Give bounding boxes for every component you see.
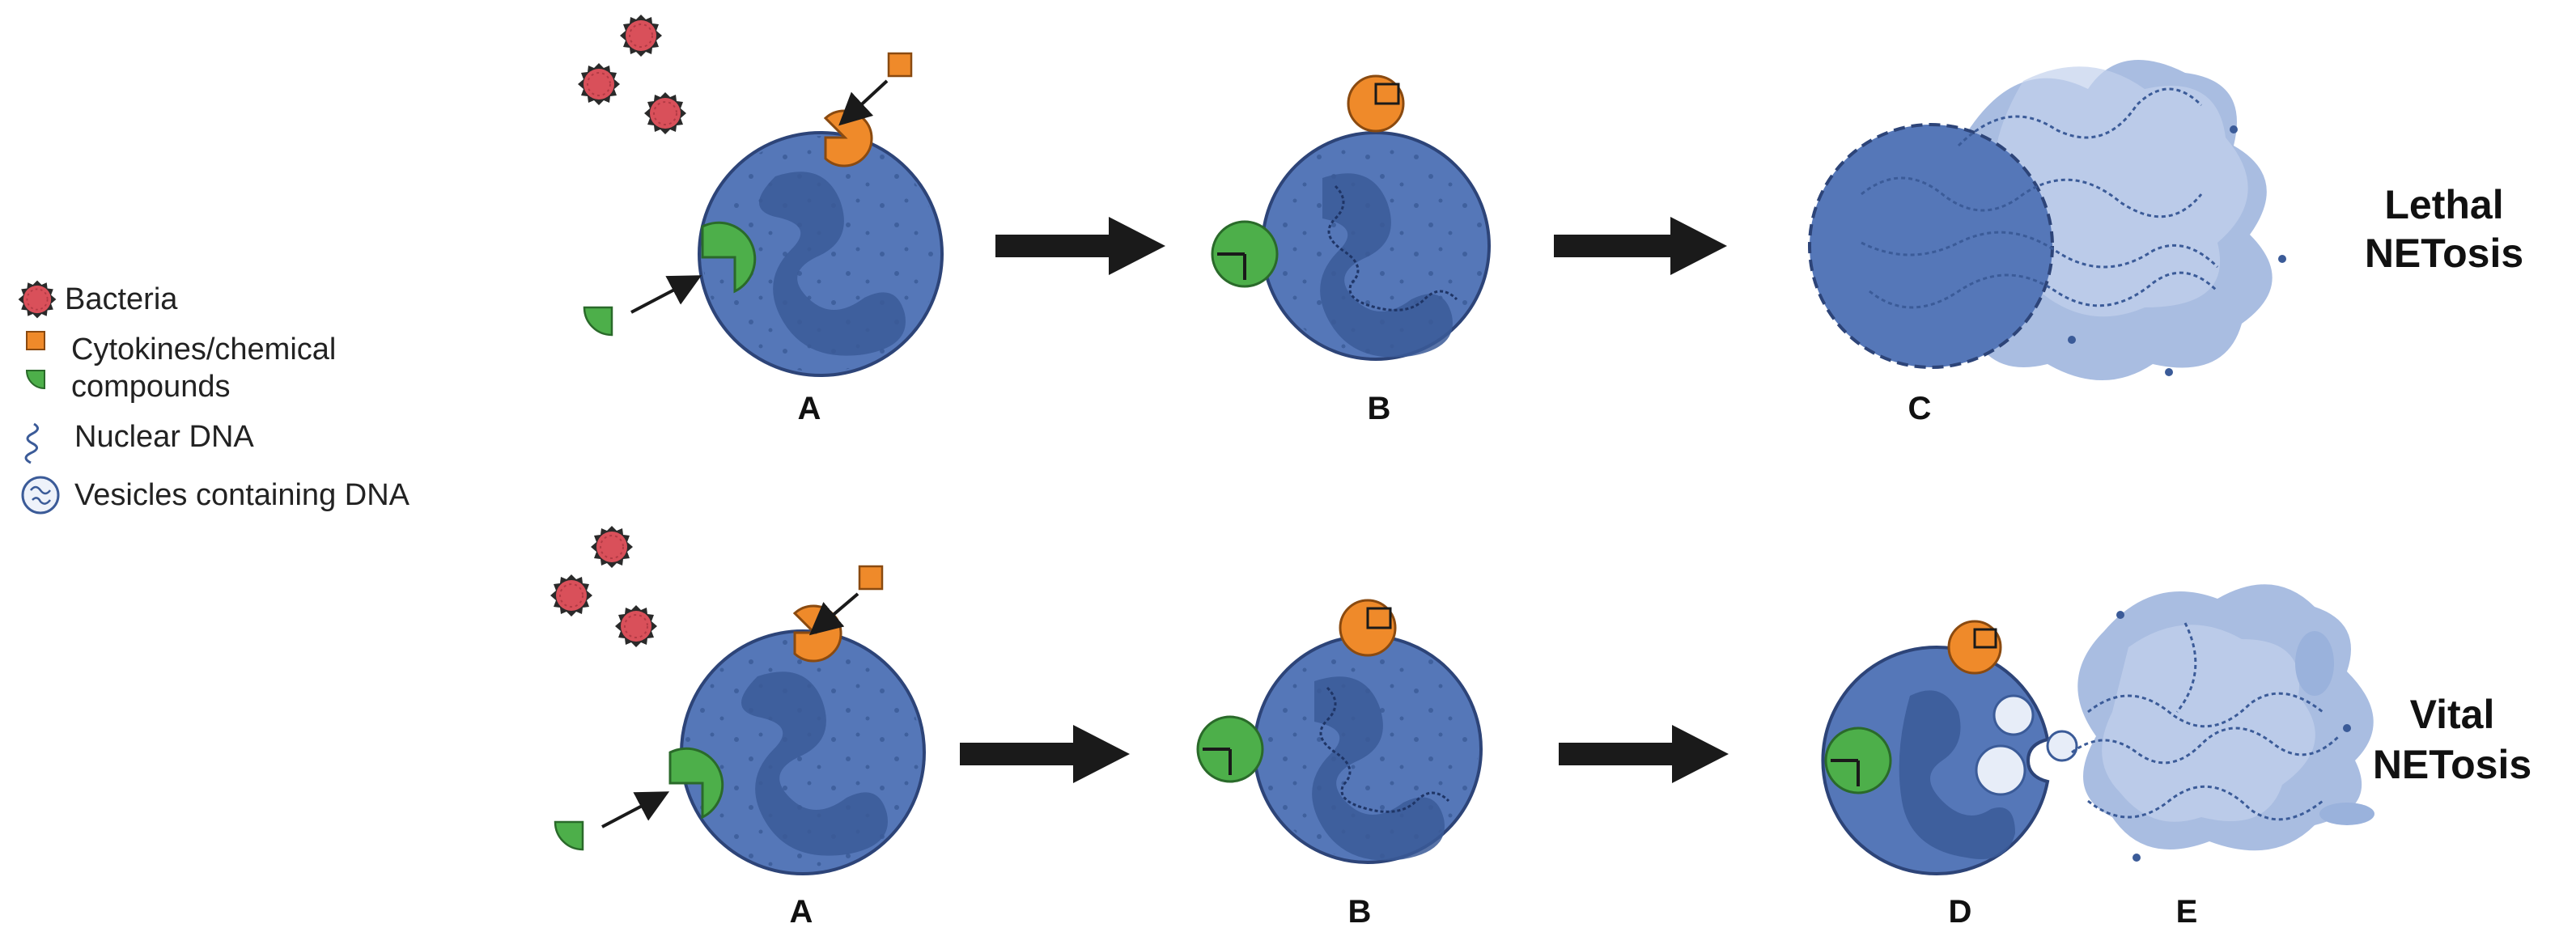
legend-cytokines-label-1: Cytokines/chemical <box>71 333 336 366</box>
bacterium <box>577 62 621 106</box>
dna-strands <box>1861 87 2219 309</box>
cytokine-square <box>887 52 913 78</box>
dna-vesicle <box>1992 694 2035 736</box>
cytokine-arrow <box>808 592 859 636</box>
stage-label-a: A <box>790 894 813 930</box>
stage-label-b: B <box>1348 894 1372 930</box>
net-cloud-light <box>2102 625 2315 822</box>
lethal-title-line2: NETosis <box>2365 231 2523 276</box>
bacterium <box>614 604 658 648</box>
legend-nuclear-dna-icon <box>24 422 39 464</box>
chromatin-strands <box>1327 184 1458 311</box>
legend-compound-wedge-icon <box>25 370 45 390</box>
cell-stage-a <box>698 109 944 377</box>
legend-cytokines-label-2: compounds <box>71 370 230 404</box>
nucleus <box>741 672 888 856</box>
net-release-lethal <box>1808 60 2286 380</box>
decondensing-nucleus <box>1312 676 1445 861</box>
bound-cytokine <box>1374 83 1400 105</box>
stage-label-e: E <box>2176 894 2198 930</box>
compound-wedge <box>554 820 584 851</box>
cell-stage-b <box>1196 599 1483 864</box>
lethal-row: A B C Lethal NETo <box>577 14 2523 426</box>
cell-stage-b <box>1211 74 1491 361</box>
bound-cytokine <box>1366 607 1392 629</box>
nucleus <box>759 172 906 356</box>
decondensing-nucleus <box>1320 173 1453 358</box>
progression-arrow <box>960 725 1130 783</box>
dna-vesicle <box>1975 744 2026 796</box>
green-receptor <box>668 747 724 820</box>
releasing-vesicle <box>2046 730 2078 762</box>
stage-label-c: C <box>1908 391 1932 426</box>
compound-arrow <box>601 791 670 828</box>
stage-label-a: A <box>798 391 821 426</box>
bacterium <box>550 574 593 617</box>
legend-cytokine-square-icon <box>26 331 45 350</box>
legend-bacteria-label: Bacteria <box>65 282 178 316</box>
bacterium <box>619 14 663 57</box>
legend-vesicles-label: Vesicles containing DNA <box>74 478 410 512</box>
bound-compound <box>1217 252 1246 280</box>
bound-compound <box>1203 748 1232 775</box>
bacterium <box>590 525 634 569</box>
bound-compound <box>1831 759 1860 786</box>
cell-stage-d <box>1821 620 2078 875</box>
legend: Bacteria Cytokines/chemical compounds Nu… <box>17 279 410 515</box>
legend-nuclear-dna-label: Nuclear DNA <box>74 420 254 454</box>
ruptured-cell <box>1808 123 2054 369</box>
orange-receptor <box>823 109 873 167</box>
chromatin-strands <box>1319 686 1450 813</box>
net-release-vital <box>2071 584 2374 862</box>
legend-bacteria-icon <box>17 279 57 320</box>
progression-arrow <box>995 217 1165 275</box>
cell-stage-a <box>668 604 926 875</box>
compound-wedge <box>583 306 613 337</box>
cytokine-square <box>858 565 884 591</box>
stage-label-d: D <box>1949 894 1972 930</box>
vital-title-line2: NETosis <box>2373 742 2531 787</box>
vital-title-line1: Vital <box>2410 692 2495 737</box>
nucleus <box>1899 690 2015 859</box>
bacterium <box>643 91 687 135</box>
vital-row: A B D <box>550 525 2531 930</box>
lethal-title-line1: Lethal <box>2384 182 2503 227</box>
net-cloud-light <box>1994 66 2248 317</box>
bound-cytokine <box>1973 628 1997 649</box>
stage-label-b: B <box>1368 391 1391 426</box>
compound-arrow <box>630 275 702 314</box>
green-receptor <box>701 221 757 294</box>
progression-arrow <box>1554 217 1727 275</box>
progression-arrow <box>1559 725 1729 783</box>
legend-vesicle-icon <box>21 476 60 515</box>
dna-strands <box>2071 622 2340 821</box>
cytokine-arrow <box>838 79 889 126</box>
